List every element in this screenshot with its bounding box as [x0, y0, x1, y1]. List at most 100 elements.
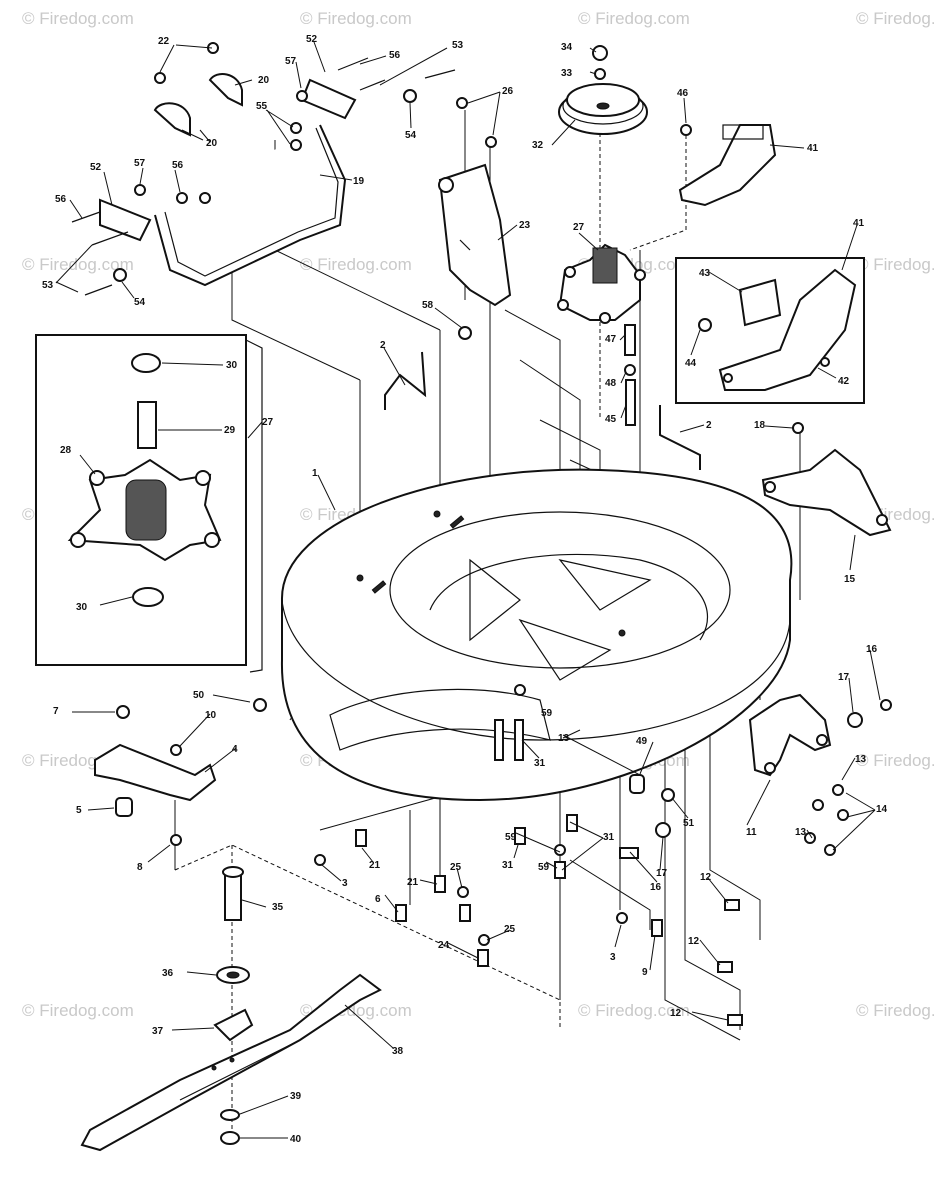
watermark: © Firedog.com: [578, 1001, 690, 1020]
callout-22: 22: [158, 36, 170, 47]
callout-2: 2: [380, 340, 386, 351]
callout-54: 54: [405, 130, 417, 141]
callout-24: 24: [438, 940, 450, 951]
callout-20: 20: [206, 138, 218, 149]
callout-59: 59: [505, 832, 517, 843]
callout-30: 30: [76, 602, 88, 613]
watermark: © Firedog.com: [22, 1001, 134, 1020]
callout-41: 41: [853, 218, 865, 229]
mower-deck-housing: [280, 468, 793, 802]
callout-3: 3: [342, 878, 348, 889]
callout-52: 52: [306, 34, 318, 45]
callout-46: 46: [677, 88, 689, 99]
callout-55: 55: [256, 101, 268, 112]
callout-17: 17: [838, 672, 850, 683]
callout-13: 13: [855, 754, 867, 765]
callout-15: 15: [844, 574, 856, 585]
callout-30: 30: [226, 360, 238, 371]
callout-45: 45: [605, 414, 617, 425]
callout-36: 36: [162, 968, 174, 979]
inset-spindle-detail: [35, 334, 263, 673]
callout-16: 16: [650, 882, 662, 893]
callout-38: 38: [392, 1046, 404, 1057]
callout-47: 47: [605, 334, 617, 345]
callout-27: 27: [262, 417, 274, 428]
deck-bracket-23: [438, 97, 512, 340]
bracket-15: [761, 422, 892, 537]
callout-1: 1: [312, 468, 318, 479]
callout-11: 11: [746, 827, 757, 838]
bracket-4: [94, 698, 267, 846]
callout-43: 43: [699, 268, 711, 279]
callout-6: 6: [375, 894, 381, 905]
watermark: © Firedog.com: [300, 9, 412, 28]
callout-48: 48: [605, 378, 617, 389]
callout-13: 13: [558, 733, 570, 744]
callout-27: 27: [573, 222, 585, 233]
watermark: © Firedog.com: [856, 255, 934, 274]
callout-54: 54: [134, 297, 146, 308]
watermark: © Firedog.com: [856, 751, 934, 770]
callout-42: 42: [838, 376, 850, 387]
callout-32: 32: [532, 140, 544, 151]
callout-53: 53: [42, 280, 54, 291]
callout-51: 51: [683, 818, 695, 829]
callout-3: 3: [610, 952, 616, 963]
callout-12: 12: [688, 936, 700, 947]
callout-59: 59: [538, 862, 550, 873]
callout-56: 56: [55, 194, 67, 205]
callout-34: 34: [561, 42, 573, 53]
callout-39: 39: [290, 1091, 302, 1102]
callout-10: 10: [205, 710, 217, 721]
deck-hardware: [314, 684, 743, 1026]
callout-37: 37: [152, 1026, 164, 1037]
callout-12: 12: [670, 1008, 682, 1019]
callout-31: 31: [603, 832, 615, 843]
watermark: © Firedog.com: [22, 255, 134, 274]
bracket-11: [748, 693, 892, 856]
callout-29: 29: [224, 425, 236, 436]
callout-4: 4: [232, 744, 238, 755]
callout-13: 13: [795, 827, 807, 838]
pulley-32: [558, 45, 648, 135]
callout-44: 44: [685, 358, 697, 369]
callout-19: 19: [353, 176, 365, 187]
callout-50: 50: [193, 690, 205, 701]
watermark: © Firedog.com: [578, 9, 690, 28]
callout-35: 35: [272, 902, 284, 913]
lift-rod-assembly: [71, 42, 456, 296]
callout-21: 21: [407, 877, 419, 888]
callout-40: 40: [290, 1134, 302, 1145]
callout-17: 17: [656, 868, 668, 879]
inset-bracket-detail: [675, 257, 865, 404]
callout-57: 57: [285, 56, 297, 67]
callout-49: 49: [636, 736, 648, 747]
watermark: © Firedog.com: [22, 9, 134, 28]
deck-bracket-41: [678, 124, 777, 207]
callout-26: 26: [502, 86, 514, 97]
callout-28: 28: [60, 445, 72, 456]
watermark: © Firedog.com: [300, 255, 412, 274]
callout-33: 33: [561, 68, 573, 79]
callout-58: 58: [422, 300, 434, 311]
callout-25: 25: [504, 924, 516, 935]
callout-56: 56: [172, 160, 184, 171]
leader-lines: [55, 41, 881, 1139]
callout-53: 53: [452, 40, 464, 51]
callout-12: 12: [700, 872, 712, 883]
callout-5: 5: [76, 805, 82, 816]
callout-25: 25: [450, 862, 462, 873]
callout-14: 14: [876, 804, 888, 815]
blade-assembly: [80, 866, 382, 1152]
deck-crank-2: [384, 351, 701, 470]
callout-23: 23: [519, 220, 531, 231]
callout-41: 41: [807, 143, 819, 154]
callout-7: 7: [53, 706, 59, 717]
callout-2: 2: [706, 420, 712, 431]
watermark: © Firedog.com: [856, 9, 934, 28]
callout-56: 56: [389, 50, 401, 61]
callout-21: 21: [369, 860, 381, 871]
callouts: 22 20 20 52 56 53 57 55 54 19 26 34 33 3…: [42, 34, 888, 1145]
callout-9: 9: [642, 967, 648, 978]
